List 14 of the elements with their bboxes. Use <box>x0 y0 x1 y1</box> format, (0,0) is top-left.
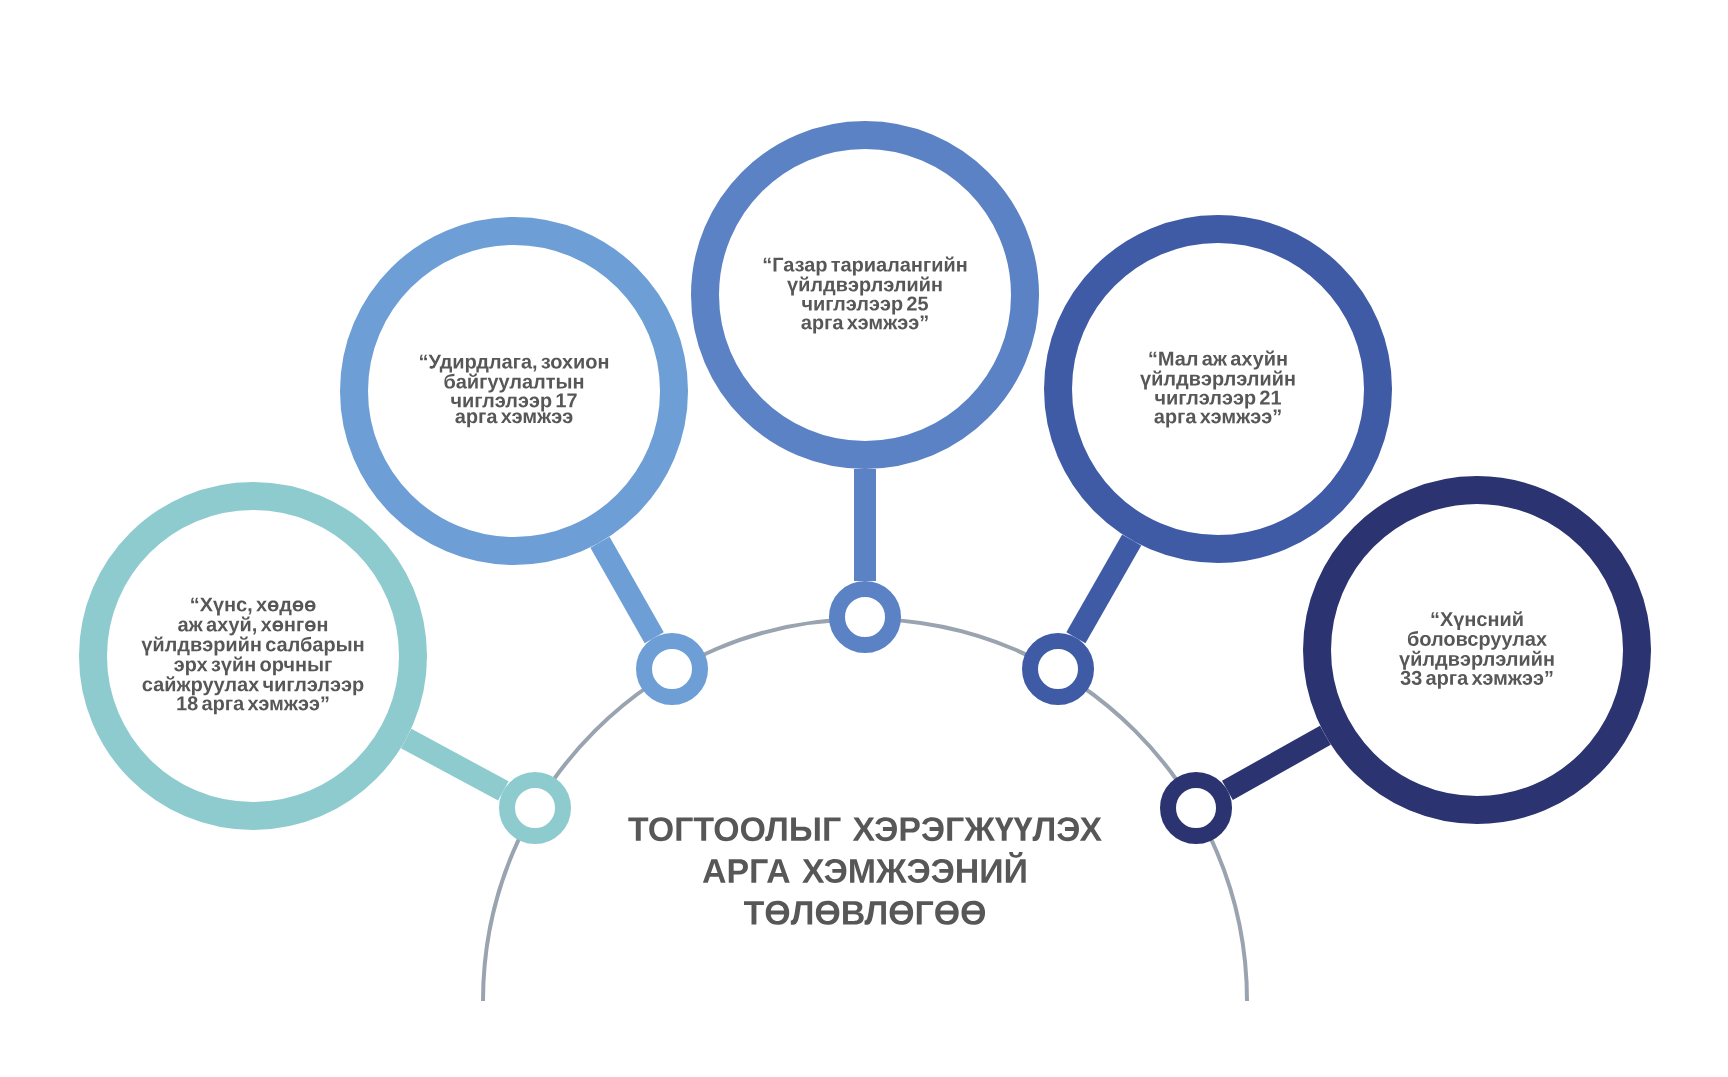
node-label: “Хүнс, хөдөө аж ахуй, хөнгөн үйлдвэрийн салбарын эрх зүйн орчныг сайжруулах чиглэлээр 18 арга хэмжээ” <box>141 597 364 715</box>
connector-stem <box>854 469 876 581</box>
pin-dot <box>636 633 708 705</box>
connector-stem <box>400 728 509 801</box>
node-label: “Хүнсний боловсруулах үйлдвэрлэлийн 33 арга хэмжээ” <box>1399 611 1554 689</box>
pin-dot <box>1160 772 1232 844</box>
connector-stem <box>1066 534 1142 644</box>
title: ТОГТООЛЫГ ХЭРЭГЖҮҮЛЭХ АРГА ХЭМЖЭЭНИЙ ТӨЛӨВЛӨГӨӨ <box>628 817 1102 925</box>
pin-dot <box>1022 633 1094 705</box>
connector-stem <box>1222 725 1331 800</box>
pin-dot <box>829 581 901 653</box>
pin-dot <box>499 772 571 844</box>
connector-stem <box>590 536 664 644</box>
node-label: “Мал аж ахуйн үйлдвэрлэлийн чиглэлээр 21 арга хэмжээ” <box>1140 350 1295 428</box>
